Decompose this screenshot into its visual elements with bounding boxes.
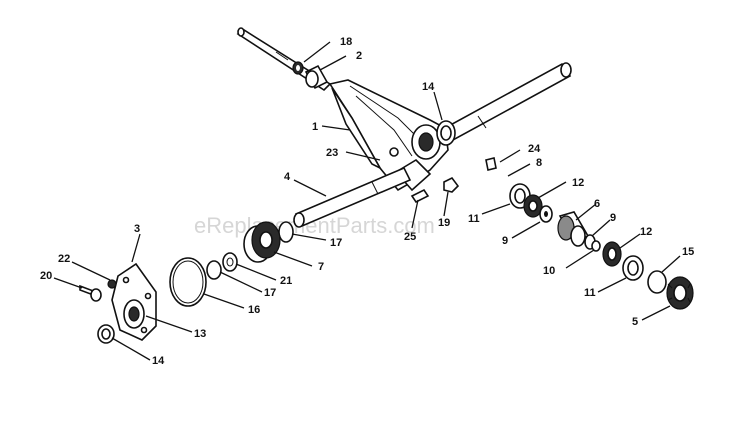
callout-9-upper: 9 bbox=[502, 235, 508, 247]
gasket-16 bbox=[169, 257, 207, 307]
bearing-14-top bbox=[436, 120, 456, 146]
clutch-6 bbox=[557, 211, 590, 247]
transmission-housing bbox=[328, 79, 449, 192]
callout-4: 4 bbox=[284, 171, 291, 183]
callout-12-upper: 12 bbox=[572, 177, 584, 189]
gear-12-upper bbox=[523, 194, 543, 218]
callout-14-lower: 14 bbox=[152, 355, 165, 367]
callout-15: 15 bbox=[682, 246, 694, 258]
callout-24: 24 bbox=[528, 143, 541, 155]
callout-11-lower: 11 bbox=[584, 287, 596, 299]
callout-16: 16 bbox=[248, 304, 260, 316]
leader-lines bbox=[53, 41, 681, 361]
callout-14-top: 14 bbox=[422, 81, 435, 93]
washer-15 bbox=[647, 270, 667, 294]
axle-left bbox=[293, 166, 412, 228]
callout-13: 13 bbox=[194, 328, 206, 340]
callout-20: 21 bbox=[280, 275, 292, 287]
callout-2: 2 bbox=[356, 50, 362, 62]
key-25 bbox=[410, 188, 430, 204]
callout-25: 25 bbox=[404, 231, 416, 243]
callout-21: 20 bbox=[40, 270, 52, 282]
callout-17-upper: 17 bbox=[330, 237, 342, 249]
retaining-ring-18 bbox=[292, 61, 304, 75]
callout-5: 5 bbox=[632, 316, 638, 328]
axle-right bbox=[443, 62, 572, 142]
callout-19: 19 bbox=[438, 217, 450, 229]
gear-5 bbox=[666, 276, 694, 310]
washer-9-upper bbox=[539, 205, 553, 223]
bearing-10 bbox=[591, 240, 601, 252]
bushing-2 bbox=[304, 64, 329, 90]
pin-22 bbox=[107, 279, 117, 289]
callout-17-lower: 17 bbox=[264, 287, 276, 299]
callout-12-lower: 12 bbox=[640, 226, 652, 238]
washer-17-upper bbox=[278, 221, 294, 243]
gear-7 bbox=[243, 221, 281, 263]
washer-20 bbox=[222, 252, 238, 272]
callout-7: 7 bbox=[318, 261, 324, 273]
callout-8: 8 bbox=[536, 157, 542, 169]
callout-22: 22 bbox=[58, 253, 70, 265]
callout-10: 10 bbox=[543, 265, 555, 277]
callout-3: 3 bbox=[134, 223, 140, 235]
bearing-14-lower bbox=[97, 324, 115, 344]
gear-12-lower bbox=[602, 241, 622, 267]
callout-18: 18 bbox=[340, 36, 352, 48]
washer-17-lower bbox=[206, 260, 222, 280]
callout-1: 1 bbox=[312, 121, 318, 133]
nut-19 bbox=[443, 176, 460, 193]
pin-24 bbox=[485, 157, 497, 171]
bolt-21 bbox=[79, 284, 102, 302]
side-cover-3 bbox=[111, 262, 157, 341]
callout-6: 6 bbox=[594, 198, 600, 210]
callout-9-lower: 9 bbox=[610, 212, 616, 224]
callout-11-upper: 11 bbox=[468, 213, 480, 225]
bearing-11-lower bbox=[622, 255, 644, 281]
callout-23: 23 bbox=[326, 147, 338, 159]
